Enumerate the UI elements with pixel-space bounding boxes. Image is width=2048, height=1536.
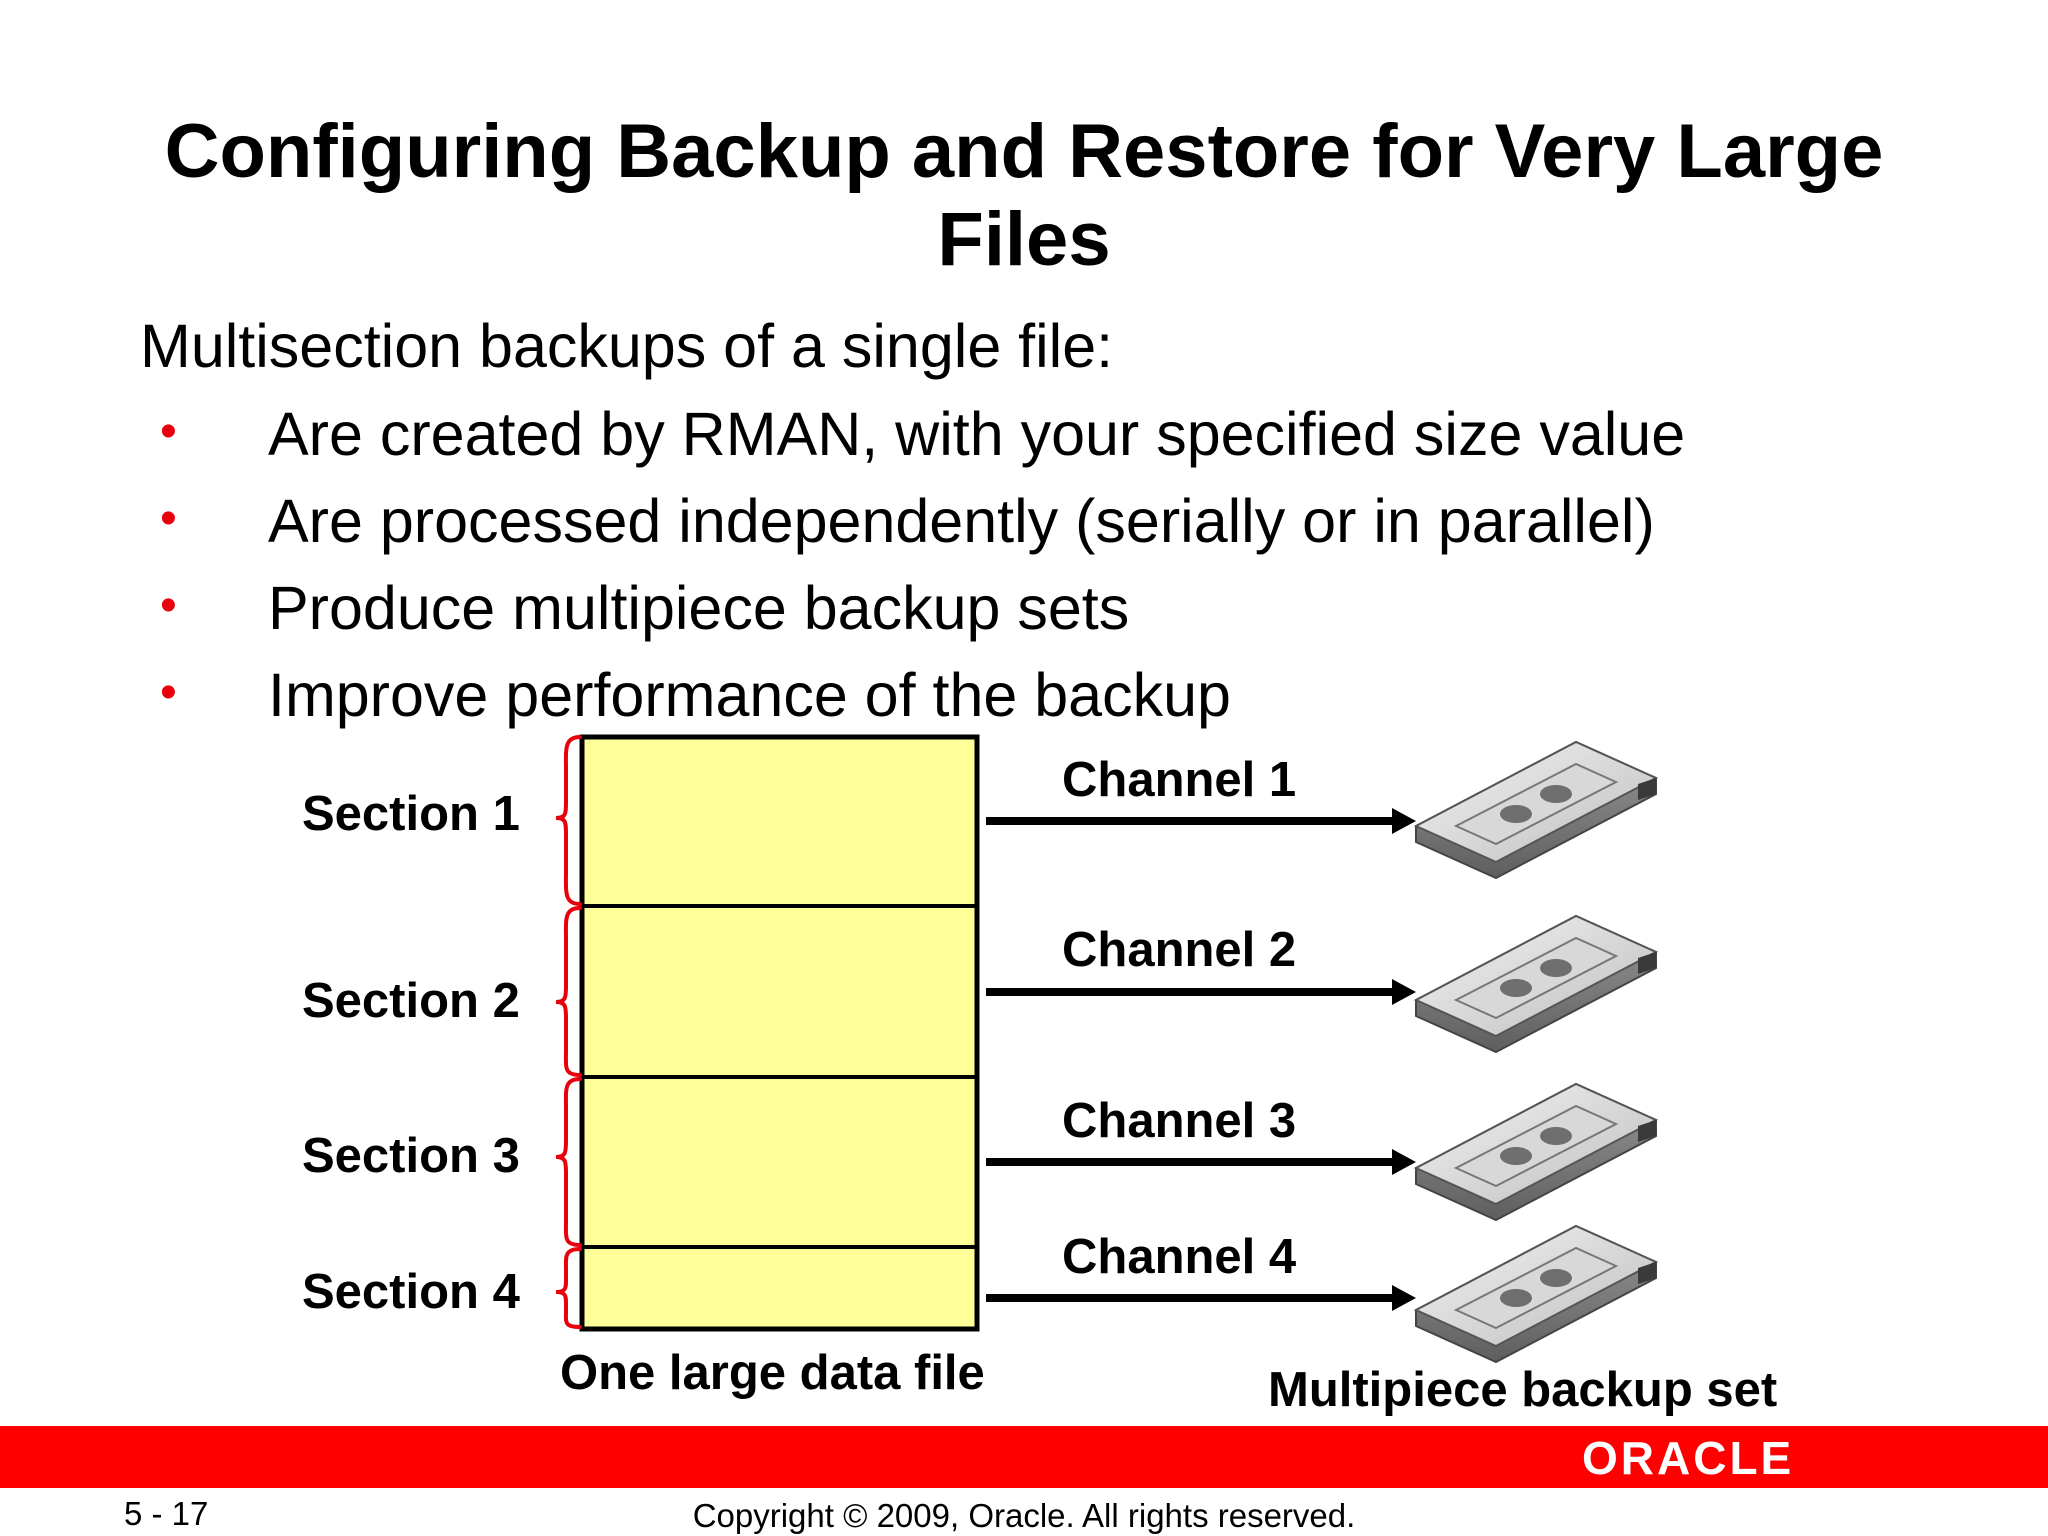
data-file-block [579,734,980,1332]
channel-label: Channel 2 [1062,923,1297,977]
tape-cartridge-icon [1413,914,1659,1054]
slide-number: 5 - 17 [124,1495,209,1532]
channel-arrow [986,1285,1416,1311]
bullet-item: • Are processed independently (serially … [0,483,2048,570]
section-label: Section 2 [302,974,520,1028]
section-brace [555,1077,582,1247]
bullet-dot-icon: • [160,666,177,719]
section-label: Section 1 [302,787,520,841]
slide-title-line-1: Configuring Backup and Restore for Very … [164,109,1884,194]
data-file-caption: One large data file [560,1346,985,1400]
section-brace [555,735,582,906]
bullet-text: Improve performance of the backup [268,661,1231,729]
tape-cartridge-icon [1413,1082,1659,1222]
section-brace [555,1247,582,1329]
channel-arrow [986,1149,1416,1175]
section-label: Section 3 [302,1129,520,1183]
bullet-text: Are processed independently (serially or… [268,487,1655,555]
oracle-logo: ORACLE [1582,1432,1795,1484]
bullet-item: • Are created by RMAN, with your specifi… [0,396,2048,483]
section-brace [555,906,582,1077]
slide-title: Configuring Backup and Restore for Very … [0,108,2048,284]
bullet-item: • Produce multipiece backup sets [0,570,2048,657]
channel-label: Channel 4 [1062,1230,1297,1284]
bullet-dot-icon: • [160,579,177,632]
bullet-dot-icon: • [160,405,177,458]
data-file-rect [579,734,980,1332]
bullet-dot-icon: • [160,492,177,545]
bullet-list: • Are created by RMAN, with your specifi… [0,396,2048,744]
tape-cartridge-icon [1413,1224,1659,1364]
section-label: Section 4 [302,1265,520,1319]
multisection-diagram [555,734,1659,1364]
bullet-text: Are created by RMAN, with your specified… [268,400,1686,468]
slide-title-line-2: Files [937,197,1111,282]
channel-arrow [986,979,1416,1005]
footer-bar [0,1426,2048,1488]
bullet-item: • Improve performance of the backup [0,657,2048,744]
bullet-text: Produce multipiece backup sets [268,574,1130,642]
channel-label: Channel 3 [1062,1094,1297,1148]
channel-label: Channel 1 [1062,753,1297,807]
tape-cartridge-icon [1413,740,1659,880]
copyright-text: Copyright © 2009, Oracle. All rights res… [692,1497,1356,1534]
intro-text: Multisection backups of a single file: [140,312,1114,380]
backup-set-caption: Multipiece backup set [1268,1363,1778,1417]
channel-arrow [986,808,1416,834]
